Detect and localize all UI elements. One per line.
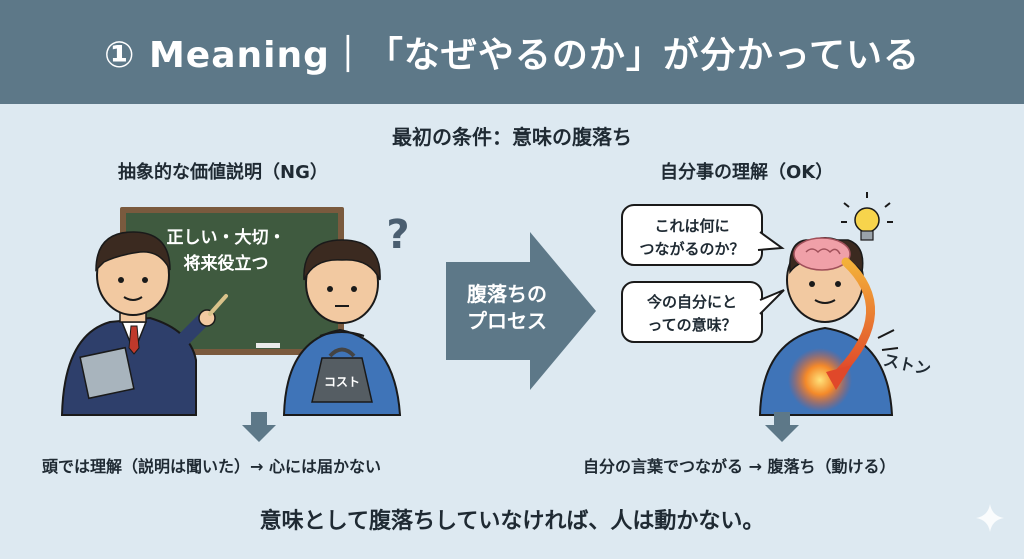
- lightbulb-icon: [841, 192, 893, 241]
- right-result-text: 自分の言葉でつながる → 腹落ち（動ける）: [583, 457, 896, 476]
- impact-label: ストン: [882, 350, 933, 379]
- speech-bubble-1: [621, 204, 785, 266]
- sparkle-icon: [976, 504, 1004, 532]
- left-column-title: 抽象的な価値説明（NG）: [118, 162, 328, 183]
- bubble-2-line-1: 今の自分にと: [646, 293, 737, 311]
- header-title: ① Meaning｜「なぜやるのか」が分かっている: [103, 35, 921, 76]
- cost-weight-label: コスト: [324, 375, 360, 389]
- bubble-1-line-1: これは何に: [654, 217, 729, 235]
- student-figure: [282, 239, 402, 416]
- process-arrow-icon: [446, 232, 596, 390]
- board-line-1: 正しい・大切・: [167, 227, 286, 248]
- impact-glow-icon: [788, 348, 852, 412]
- conclusion-text: 意味として腹落ちしていなければ、人は動かない。: [259, 509, 765, 534]
- teacher-figure: [60, 231, 228, 416]
- page-header: ① Meaning｜「なぜやるのか」が分かっている: [0, 0, 1024, 104]
- subtitle: 最初の条件：意味の腹落ち: [392, 125, 632, 149]
- process-arrow-line-1: 腹落ちの: [467, 282, 547, 306]
- right-column-title: 自分事の理解（OK）: [660, 162, 834, 183]
- speech-bubble-2: [621, 281, 785, 343]
- right-down-arrow-icon: [765, 412, 799, 442]
- left-down-arrow-icon: [242, 412, 276, 442]
- drop-arrow-icon: [835, 257, 875, 377]
- board-line-2: 将来役立つ: [184, 253, 269, 274]
- process-arrow-line-2: プロセス: [467, 309, 547, 333]
- bubble-1-line-2: つながるのか？: [639, 240, 744, 258]
- question-mark-icon: ?: [386, 212, 409, 258]
- brain-icon: [793, 237, 851, 271]
- bubble-2-line-2: っての意味？: [647, 316, 736, 334]
- left-result-text: 頭では理解（説明は聞いた）→ 心には届かない: [42, 457, 381, 476]
